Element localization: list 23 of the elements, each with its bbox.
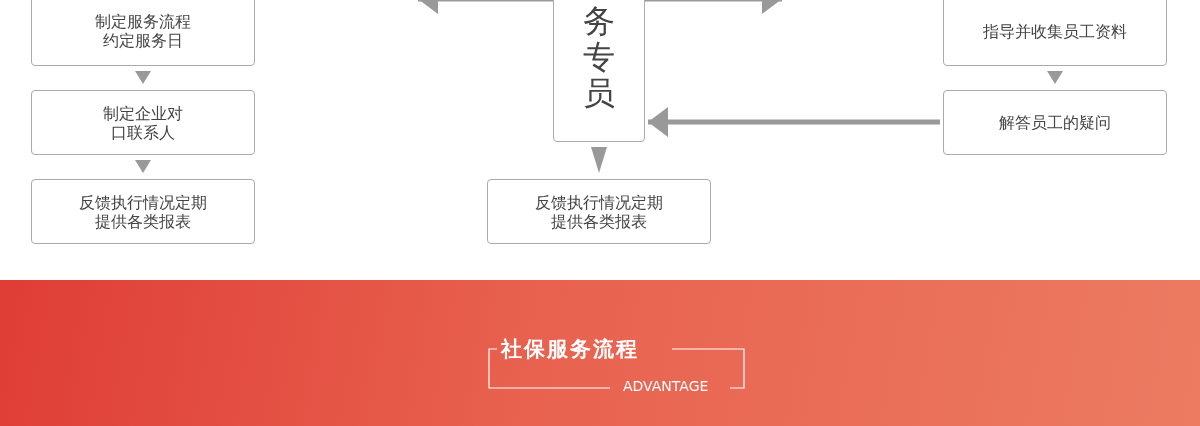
process-box [31,179,255,244]
title: 社保服务流程 [501,337,639,362]
role-box [553,0,645,142]
node-text: 解答员工的疑问 [998,113,1112,132]
node-text: 反馈执行情况定期提供各类报表 [79,192,207,231]
node-text: 制定企业对口联系人 [103,103,183,142]
node-text: 制定服务流程约定服务日 [95,12,191,50]
process-box [31,0,255,66]
node-text: 务专员 [583,3,615,111]
process-box [487,179,711,244]
subtitle: ADVANTAGE [623,377,709,395]
arrow [645,0,782,14]
arrow [135,160,151,173]
arrow [1047,71,1063,84]
arrow [591,147,607,173]
node-text: 反馈执行情况定期提供各类报表 [535,192,663,231]
process-box [31,90,255,155]
process-box [943,0,1167,66]
arrow [418,0,553,14]
process-box [943,90,1167,155]
arrow [135,71,151,84]
node-text: 指导并收集员工资料 [982,21,1128,41]
arrow [648,107,940,137]
